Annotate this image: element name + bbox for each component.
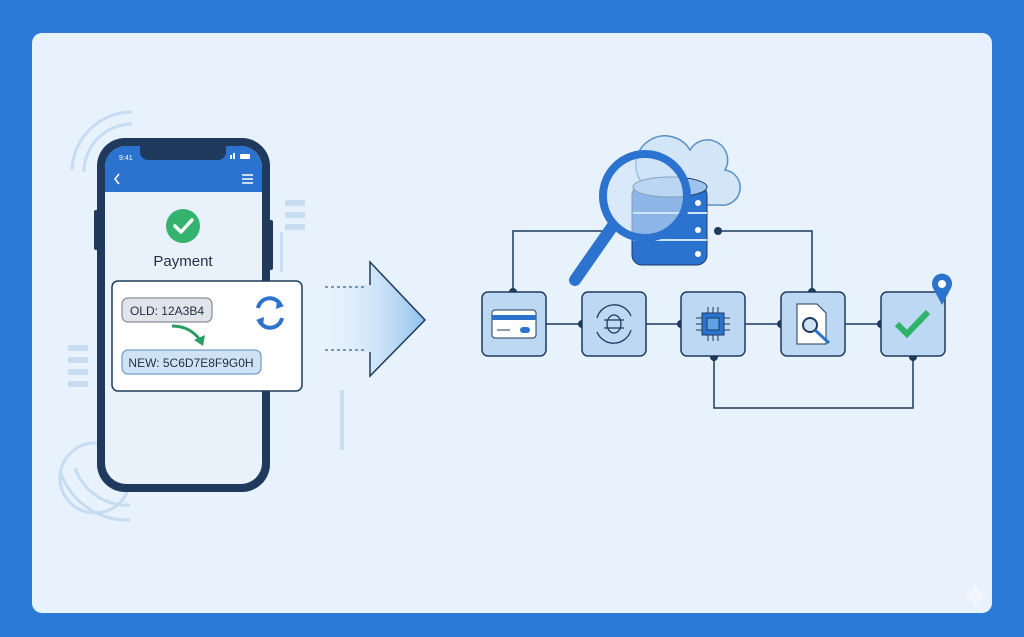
check-circle-icon (166, 209, 200, 243)
credit-card-icon (491, 309, 537, 339)
old-token: OLD: 12A3B4 (130, 304, 204, 318)
location-pin-icon (931, 273, 952, 305)
token-card: OLD: 12A3B4 NEW: 5C6D7E8F9G0H (111, 280, 303, 392)
signal-battery-icon (230, 153, 250, 159)
flow-arrow (320, 260, 427, 378)
status-time: 9:41 (119, 155, 133, 162)
database-magnifier-icon (569, 135, 741, 286)
sparkle-icon (962, 582, 988, 608)
arrow-icon (171, 324, 202, 341)
document-search-icon (796, 303, 831, 345)
new-token: NEW: 5C6D7E8F9G0H (128, 356, 253, 370)
pipeline-node-tokenize[interactable] (581, 291, 647, 357)
pipeline-node-inspect[interactable] (780, 291, 846, 357)
chevron-left-icon[interactable] (114, 173, 120, 185)
hamburger-menu-icon[interactable] (242, 174, 253, 184)
pipeline-node-processor[interactable] (680, 291, 746, 357)
pipeline-node-approved[interactable] (880, 291, 946, 357)
refresh-icon (256, 296, 284, 330)
screen-title: Payment (153, 253, 213, 270)
decorative-dots (68, 200, 344, 450)
connectors (512, 230, 914, 409)
pipeline-node-card[interactable] (481, 291, 547, 357)
decorative-rings (58, 110, 133, 522)
chip-processor-icon (696, 307, 730, 341)
checkmark-icon (894, 309, 931, 339)
tokenization-cycle-icon (596, 304, 632, 344)
